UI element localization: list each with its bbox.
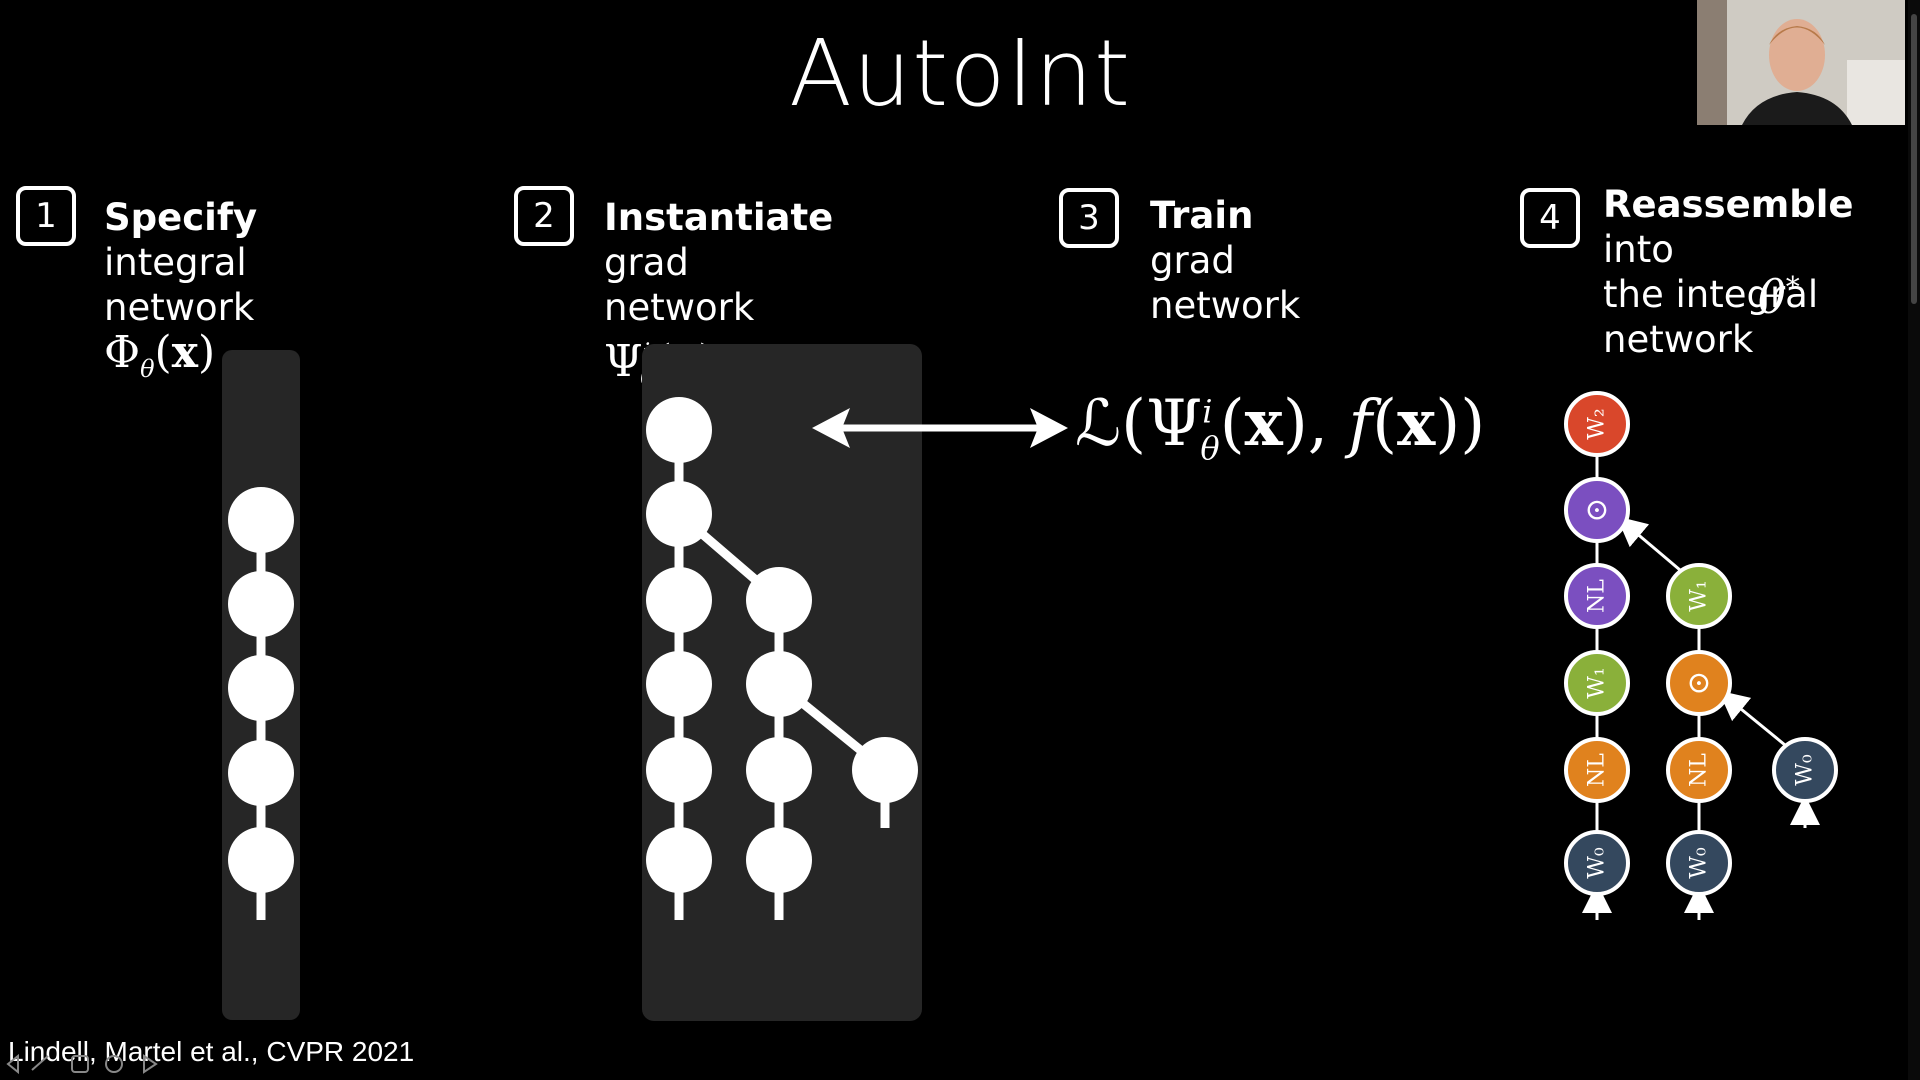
step-1-rest: integral <box>104 241 247 284</box>
node-nl-c-label: NL <box>1687 753 1712 787</box>
node-mul-top-label: ⊙ <box>1584 493 1609 528</box>
node-nl-b-label: NL <box>1585 753 1610 787</box>
node-nl-c <box>1666 737 1732 803</box>
node-w2-label: W₂ <box>1585 408 1610 439</box>
node-w1-a-label: W₁ <box>1585 667 1610 698</box>
step-2-rest: grad <box>604 241 689 284</box>
step-1-bold: Specify <box>104 196 258 239</box>
node-mul-top <box>1564 477 1630 543</box>
step-4-bold: Reassemble <box>1603 183 1854 226</box>
step-4-rest: into <box>1603 228 1674 271</box>
step-2-number: 2 <box>514 186 574 246</box>
step-1-line2: network <box>104 286 255 329</box>
node-nl-b <box>1564 737 1630 803</box>
scrollbar-thumb[interactable] <box>1911 14 1917 304</box>
step-3-bold: Train <box>1150 194 1254 237</box>
step-4-line3: network <box>1603 318 1754 361</box>
zoom-icon[interactable] <box>105 1055 123 1073</box>
step-2-line2: network <box>604 286 755 329</box>
node-nl-a-label: NL <box>1585 579 1610 613</box>
node-w0-b-label: W₀ <box>1687 847 1712 879</box>
presenter-video <box>1697 0 1905 125</box>
node-w1-b-label: W₁ <box>1687 580 1712 611</box>
citation: Lindell, Martel et al., CVPR 2021 <box>8 1036 415 1067</box>
grid-icon[interactable] <box>71 1055 89 1073</box>
step-2-bold: Instantiate <box>604 196 834 239</box>
prev-slide-icon[interactable] <box>6 1053 19 1075</box>
webcam-feed <box>1697 0 1905 125</box>
node-nl-a <box>1564 563 1630 629</box>
node-w0-c <box>1772 737 1838 803</box>
node-w0-b <box>1666 830 1732 896</box>
node-w0-a-label: W₀ <box>1585 847 1610 879</box>
step-3-text: Train grad network <box>1150 193 1300 328</box>
step-4-number: 4 <box>1520 188 1580 248</box>
reassembled-nodes: W₂ ⊙ NL W₁ NL W₀ W₁ ⊙ NL W₀ W₀ <box>1564 391 1838 896</box>
step-4-line2: the integral <box>1603 273 1819 316</box>
scrollbar[interactable] <box>1908 0 1920 1080</box>
loss-formula: ℒ(Ψiθ(x), f(x)) <box>1075 386 1486 467</box>
step-1-text: Specify integral network Φθ(x) <box>104 195 257 392</box>
pen-icon[interactable] <box>31 1055 49 1071</box>
node-mul-mid <box>1666 650 1732 716</box>
node-w0-a <box>1564 830 1630 896</box>
node-w2 <box>1564 391 1630 457</box>
integral-network <box>228 487 294 920</box>
slide-title: AutoInt <box>788 20 1132 127</box>
slide-nav-controls[interactable] <box>4 1050 164 1078</box>
node-mul-mid-label: ⊙ <box>1686 666 1711 701</box>
node-w1-a <box>1564 650 1630 716</box>
loss-double-arrow <box>812 408 1068 448</box>
phi-formula: Φθ(x) <box>104 327 216 383</box>
grad-network <box>646 397 918 920</box>
next-slide-icon[interactable] <box>143 1054 158 1074</box>
step-1-number: 1 <box>16 186 76 246</box>
node-w0-c-label: W₀ <box>1793 754 1818 786</box>
step-3-rest: grad network <box>1150 239 1301 327</box>
step-3-number: 3 <box>1059 188 1119 248</box>
node-w1-b <box>1666 563 1732 629</box>
theta-star: θ* <box>1758 270 1800 324</box>
step-4-text: Reassemble into the integral network <box>1603 182 1854 362</box>
